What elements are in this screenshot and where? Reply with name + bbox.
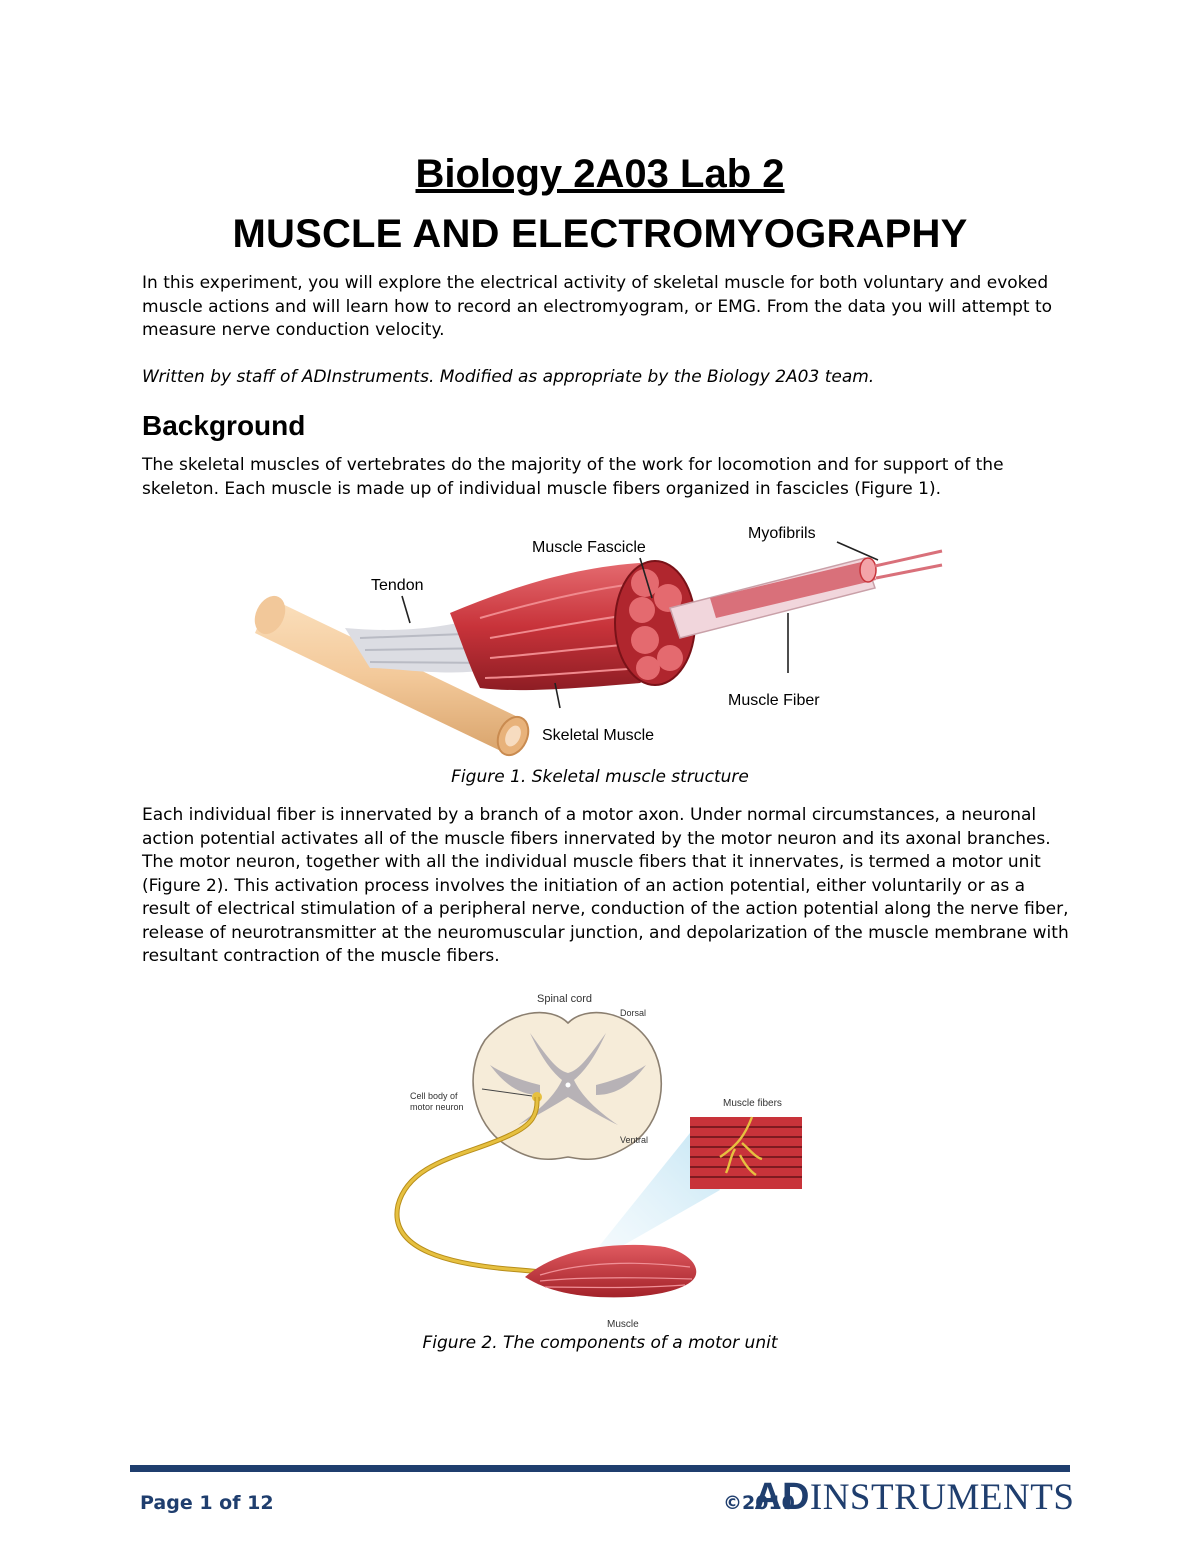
label-tendon: Tendon bbox=[371, 577, 424, 594]
muscle-fibers-inset bbox=[690, 1116, 802, 1189]
label-cell-body-line2: motor neuron bbox=[410, 1102, 464, 1112]
logo-ad: AD bbox=[754, 1476, 810, 1518]
label-ventral: Ventral bbox=[620, 1135, 648, 1145]
label-muscle: Muscle bbox=[607, 1319, 639, 1330]
label-myofibrils: Myofibrils bbox=[748, 525, 816, 542]
myofibril-strands bbox=[874, 549, 943, 580]
background-paragraph-2: Each individual fiber is innervated by a… bbox=[142, 805, 1069, 966]
credit-line: Written by staff of ADInstruments. Modif… bbox=[142, 367, 875, 387]
label-muscle-fibers: Muscle fibers bbox=[723, 1098, 782, 1109]
copyright: ©2010 bbox=[723, 1492, 795, 1514]
page-number: Page 1 of 12 bbox=[140, 1492, 274, 1514]
label-muscle-fascicle: Muscle Fascicle bbox=[532, 539, 646, 556]
logo-instruments: INSTRUMENTS bbox=[809, 1477, 1075, 1518]
bone-cylinder bbox=[254, 595, 530, 757]
figure-2-caption: Figure 2. The components of a motor unit bbox=[422, 1333, 778, 1353]
fascicle-cross-section bbox=[614, 560, 696, 686]
label-muscle-fiber: Muscle Fiber bbox=[728, 692, 820, 709]
muscle-fiber bbox=[669, 557, 877, 639]
footer-rule bbox=[130, 1465, 1070, 1472]
label-dorsal: Dorsal bbox=[620, 1008, 646, 1018]
intro-paragraph: In this experiment, you will explore the… bbox=[142, 273, 1053, 340]
figure-1-caption: Figure 1. Skeletal muscle structure bbox=[451, 767, 749, 787]
page-subtitle: MUSCLE AND ELECTROMYOGRAPHY bbox=[232, 212, 968, 256]
label-spinal-cord: Spinal cord bbox=[537, 993, 592, 1005]
muscle bbox=[525, 1244, 697, 1298]
label-skeletal-muscle: Skeletal Muscle bbox=[542, 727, 654, 744]
page-title: Biology 2A03 Lab 2 bbox=[415, 152, 785, 196]
label-cell-body-line1: Cell body of bbox=[410, 1091, 458, 1101]
spinal-cord-section bbox=[472, 1011, 662, 1161]
background-paragraph-1: The skeletal muscles of vertebrates do t… bbox=[142, 455, 1004, 499]
figure-skeletal-muscle: Tendon Muscle Fascicle Myofibrils Muscle… bbox=[254, 525, 943, 757]
adinstruments-logo: ADINSTRUMENTS bbox=[754, 1476, 1074, 1519]
motor-neuron-axon bbox=[394, 1092, 581, 1280]
section-heading-background: Background bbox=[142, 410, 306, 441]
zoom-cone bbox=[580, 1133, 720, 1270]
figure-motor-unit: Spinal cord Dorsal Cell body of motor ne… bbox=[394, 993, 802, 1330]
